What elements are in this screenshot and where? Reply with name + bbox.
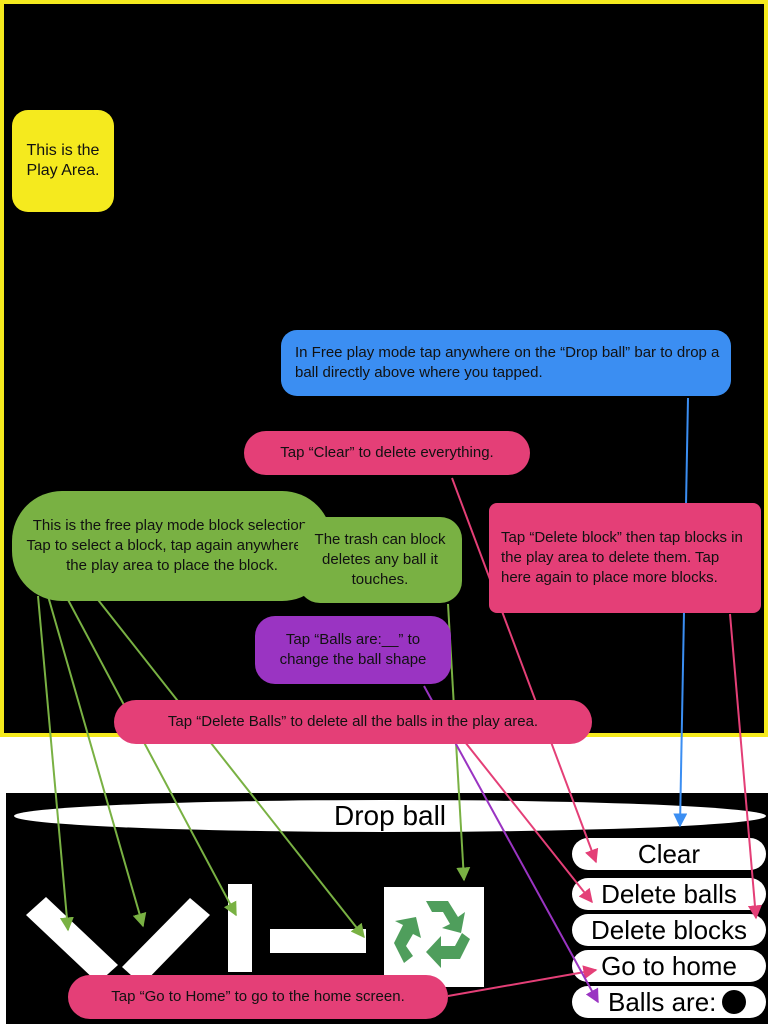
horizontal-block[interactable]	[270, 929, 366, 953]
block-selection-callout: This is the free play mode block selecti…	[12, 491, 332, 601]
balls-are-callout: Tap “Balls are:__” to change the ball sh…	[255, 616, 451, 684]
balls-are-label: Balls are:	[608, 986, 717, 1017]
delete-balls-callout-text: Tap “Delete Balls” to delete all the bal…	[167, 713, 539, 730]
delete-block-callout: Tap “Delete block” then tap blocks in th…	[489, 503, 761, 613]
trash-callout-text: The trash can block deletes any ball it …	[314, 531, 446, 588]
go-home-callout: Tap “Go to Home” to go to the home scree…	[68, 975, 448, 1019]
trash-recycle-block[interactable]	[384, 887, 484, 987]
balls-are-callout-text: Tap “Balls are:__” to change the ball sh…	[279, 631, 427, 668]
vertical-block[interactable]	[228, 884, 252, 972]
block-selection-callout-text: This is the free play mode block selecti…	[26, 517, 318, 574]
delete-blocks-label: Delete blocks	[590, 914, 748, 945]
delete-blocks-button[interactable]: Delete blocks	[572, 914, 766, 946]
clear-callout: Tap “Clear” to delete everything.	[244, 431, 530, 475]
diagonal-block-right[interactable]	[122, 898, 210, 985]
play-area-callout-text: This is the Play Area.	[26, 142, 100, 179]
go-to-home-label: Go to home	[601, 950, 737, 981]
diagonal-block-left[interactable]	[26, 897, 118, 983]
go-home-callout-text: Tap “Go to Home” to go to the home scree…	[111, 988, 405, 1005]
delete-balls-label: Delete balls	[601, 878, 737, 909]
play-area-callout: This is the Play Area.	[12, 110, 114, 212]
delete-block-callout-text: Tap “Delete block” then tap blocks in th…	[501, 529, 743, 586]
drop-ball-callout-text: In Free play mode tap anywhere on the “D…	[295, 344, 720, 381]
delete-balls-callout: Tap “Delete Balls” to delete all the bal…	[114, 700, 592, 744]
ball-shape-icon	[722, 990, 747, 1014]
drop-ball-callout: In Free play mode tap anywhere on the “D…	[281, 330, 731, 396]
balls-are-button[interactable]: Balls are:	[572, 986, 766, 1018]
clear-button-label: Clear	[637, 838, 701, 869]
trash-callout: The trash can block deletes any ball it …	[298, 517, 462, 603]
go-to-home-button[interactable]: Go to home	[572, 950, 766, 982]
clear-callout-text: Tap “Clear” to delete everything.	[280, 444, 494, 461]
